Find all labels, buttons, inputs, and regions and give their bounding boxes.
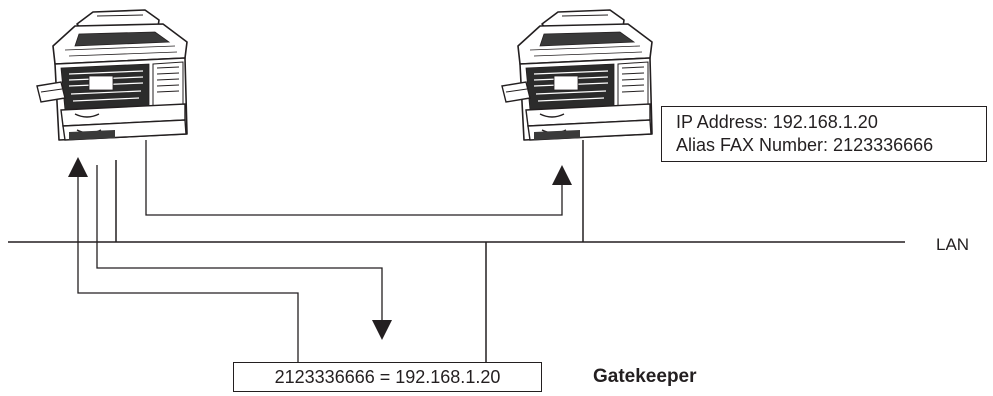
ip-address-text: IP Address: 192.168.1.20 (676, 111, 986, 134)
gatekeeper-query-path (97, 165, 382, 322)
arrow-to-sender-icon (68, 157, 88, 177)
fax-transmission-path (146, 140, 562, 215)
arrow-to-receiver-icon (552, 165, 572, 185)
arrow-to-gatekeeper-icon (372, 320, 392, 340)
sender-fax-machine-icon (37, 10, 187, 140)
lan-label: LAN (936, 235, 969, 255)
gatekeeper-reply-path (78, 177, 298, 362)
gatekeeper-mapping-box: 2123336666 = 192.168.1.20 (233, 362, 542, 392)
receiver-address-box: IP Address: 192.168.1.20 Alias FAX Numbe… (661, 106, 987, 162)
receiver-fax-machine-icon (502, 10, 652, 140)
alias-fax-number-text: Alias FAX Number: 2123336666 (676, 134, 986, 157)
gatekeeper-label: Gatekeeper (593, 366, 697, 388)
